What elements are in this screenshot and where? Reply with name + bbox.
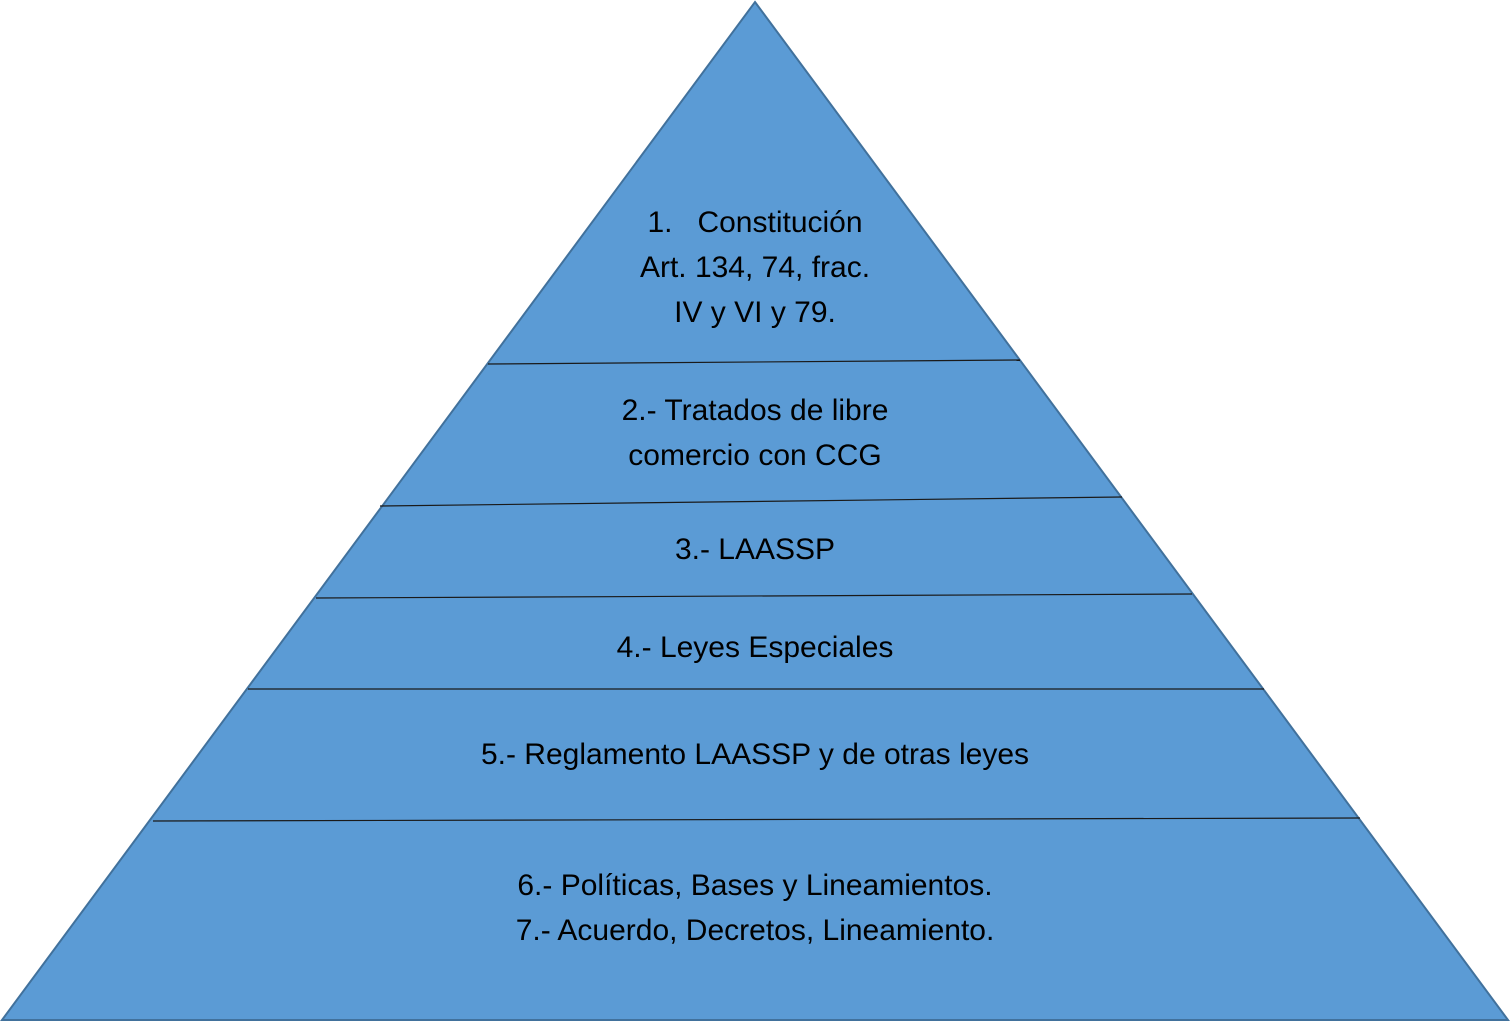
level-2-line-1: 2.- Tratados de libre (621, 394, 889, 427)
level-6-label: 6.- Políticas, Bases y Lineamientos. 7.-… (0, 863, 1510, 953)
level-6-line-2: 7.- Acuerdo, Decretos, Lineamiento. (515, 914, 995, 947)
level-divider-1 (487, 359, 1021, 365)
level-2-label: 2.- Tratados de libre comercio con CCG (0, 388, 1510, 478)
level-4-line-1: 4.- Leyes Especiales (616, 631, 894, 664)
level-1-line-1: 1. Constitución (647, 206, 863, 239)
level-1-line-2: Art. 134, 74, frac. (639, 251, 871, 284)
level-5-label: 5.- Reglamento LAASSP y de otras leyes (0, 732, 1510, 777)
level-3-line-1: 3.- LAASSP (674, 533, 836, 566)
level-divider-3 (315, 593, 1193, 599)
level-3-label: 3.- LAASSP (0, 527, 1510, 572)
level-6-line-1: 6.- Políticas, Bases y Lineamientos. (517, 869, 993, 902)
level-4-label: 4.- Leyes Especiales (0, 625, 1510, 670)
level-1-label: 1. Constitución Art. 134, 74, frac. IV y… (0, 200, 1510, 335)
level-1-line-3: IV y VI y 79. (674, 296, 836, 329)
level-divider-5 (152, 817, 1361, 822)
level-2-line-2: comercio con CCG (628, 439, 882, 472)
level-5-line-1: 5.- Reglamento LAASSP y de otras leyes (480, 738, 1030, 771)
level-divider-2 (379, 496, 1123, 507)
